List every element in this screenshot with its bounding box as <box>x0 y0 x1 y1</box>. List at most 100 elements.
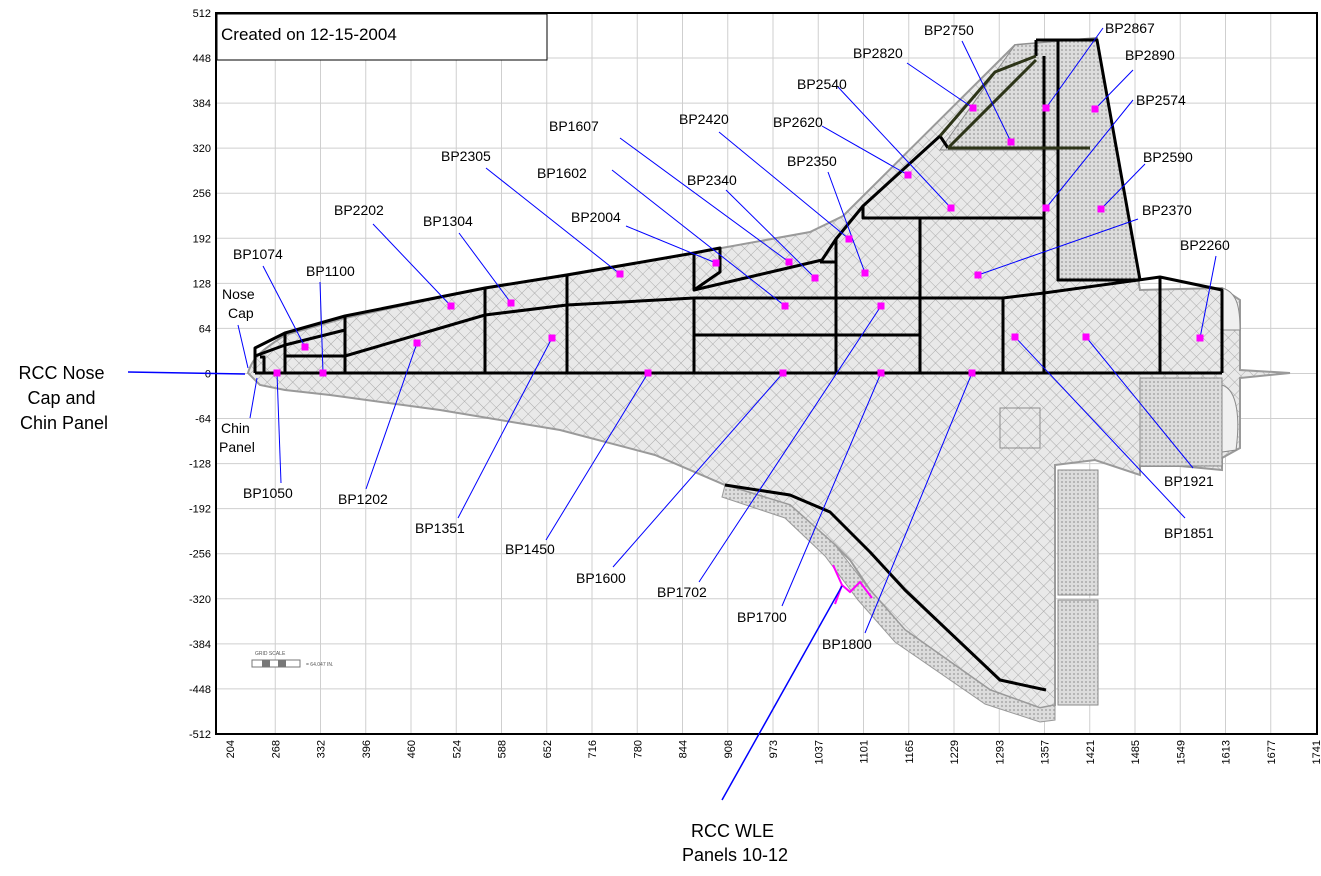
y-tick-label: -64 <box>195 414 211 426</box>
bp-label-bp2540: BP2540 <box>797 76 847 92</box>
bp-marker-bp2350 <box>861 269 869 277</box>
bp-label-bp1921: BP1921 <box>1164 473 1214 489</box>
bp-label-bp1074: BP1074 <box>233 246 283 262</box>
bp-marker-bp1851 <box>1011 333 1019 341</box>
x-tick-label: 908 <box>723 740 735 758</box>
bp-label-bp1050: BP1050 <box>243 485 293 501</box>
y-tick-label: -512 <box>189 729 211 741</box>
x-tick-label: 780 <box>632 740 644 758</box>
bp-label-bp2370: BP2370 <box>1142 202 1192 218</box>
zone-boundaries <box>253 38 1224 692</box>
bp-labels: BP1074BP1100BP2202BP1304BP2305BP1602BP20… <box>233 20 1230 652</box>
y-tick-label: -448 <box>189 684 211 696</box>
leader-bp1700 <box>781 372 882 607</box>
y-tick-label: 64 <box>199 323 211 335</box>
x-tick-label: 1549 <box>1175 740 1187 764</box>
bp-label-bp1700: BP1700 <box>737 609 787 625</box>
bp-marker-bp2305 <box>616 270 624 278</box>
bp-label-bp2590: BP2590 <box>1143 149 1193 165</box>
x-tick-label: 1229 <box>949 740 961 764</box>
y-tick-label: 320 <box>193 143 211 155</box>
leader-bp2004 <box>625 225 717 264</box>
x-tick-label: 1741 <box>1311 740 1321 764</box>
tail-leading-edge <box>938 54 1090 150</box>
rcc-wle-leader <box>721 585 843 801</box>
leader-bp2420 <box>718 131 850 240</box>
leader-bp1304 <box>458 232 512 304</box>
bp-label-bp1600: BP1600 <box>576 570 626 586</box>
bp-marker-bp1202 <box>413 339 421 347</box>
bp-label-bp2420: BP2420 <box>679 111 729 127</box>
leader-bp2202 <box>372 223 452 307</box>
bp-label-bp1607: BP1607 <box>549 118 599 134</box>
x-tick-label: 1485 <box>1130 740 1142 764</box>
x-tick-label: 396 <box>361 740 373 758</box>
leader-bp1100 <box>319 281 324 374</box>
chin-panel-leader <box>249 377 258 419</box>
created-text: Created on 12-15-2004 <box>221 25 397 44</box>
bp-marker-bp1351 <box>548 334 556 342</box>
x-tick-label: 1037 <box>813 740 825 764</box>
leader-bp1351 <box>457 337 553 519</box>
leader-bp2540 <box>837 86 952 209</box>
leader-bp2620 <box>821 125 909 176</box>
y-tick-label: -192 <box>189 504 211 516</box>
bp-marker-bp2370 <box>974 271 982 279</box>
bp-label-bp2202: BP2202 <box>334 202 384 218</box>
x-tick-label: 1421 <box>1085 740 1097 764</box>
x-tick-label: 1613 <box>1221 740 1233 764</box>
chin-panel-label: Chin Panel <box>219 420 255 455</box>
leader-bp1851 <box>1014 336 1186 519</box>
leader-bp1450 <box>545 372 649 541</box>
leader-bp1600 <box>612 372 784 568</box>
y-tick-label: 0 <box>205 368 211 380</box>
bp-marker-bp2540 <box>947 204 955 212</box>
leader-bp2890 <box>1094 69 1134 110</box>
leader-lines <box>262 27 1217 634</box>
bp-marker-bp1074 <box>301 343 309 351</box>
bp-marker-bp2820 <box>969 104 977 112</box>
y-tick-label: 256 <box>193 188 211 200</box>
y-tick-label: 192 <box>193 233 211 245</box>
y-tick-label: 448 <box>193 53 211 65</box>
x-tick-label: 204 <box>225 740 237 758</box>
body-flap <box>1139 377 1223 467</box>
hatch-box <box>999 407 1041 449</box>
y-tick-label: -384 <box>189 639 211 651</box>
x-tick-label: 1293 <box>994 740 1006 764</box>
wing-edge-band <box>721 484 1056 723</box>
rcc-wle-marker <box>832 564 873 605</box>
x-tick-label: 1677 <box>1266 740 1278 764</box>
bp-marker-bp2340 <box>811 274 819 282</box>
x-tick-label: 1165 <box>904 740 916 764</box>
leader-bp2867 <box>1045 27 1104 109</box>
x-tick-label: 1357 <box>1040 740 1052 764</box>
bp-label-bp1100: BP1100 <box>306 263 355 279</box>
elevon-inboard <box>1057 469 1099 596</box>
bp-label-bp2820: BP2820 <box>853 45 903 61</box>
bp-label-bp2004: BP2004 <box>571 209 621 225</box>
x-tick-label: 973 <box>768 740 780 758</box>
leader-bp1607 <box>619 137 790 263</box>
leader-bp2340 <box>725 189 816 279</box>
grid-scale: GRID SCALE = 64.047 IN. <box>251 651 333 668</box>
y-tick-label: 512 <box>193 8 211 20</box>
y-tick-label: -128 <box>189 459 211 471</box>
bp-label-bp2305: BP2305 <box>441 148 491 164</box>
leader-bp2574 <box>1045 99 1134 209</box>
bp-label-bp2350: BP2350 <box>787 153 837 169</box>
bp-marker-bp1700 <box>877 369 885 377</box>
bp-marker-bp2890 <box>1091 105 1099 113</box>
x-tick-label: 1101 <box>859 740 871 764</box>
y-tick-label: 384 <box>193 98 211 110</box>
bp-label-bp2260: BP2260 <box>1180 237 1230 253</box>
bp-marker-bp1602 <box>781 302 789 310</box>
bp-marker-bp2420 <box>845 235 853 243</box>
body-points <box>273 104 1204 377</box>
x-tick-label: 332 <box>316 740 328 758</box>
bp-marker-bp1921 <box>1082 333 1090 341</box>
bp-label-bp2750: BP2750 <box>924 22 974 38</box>
created-box <box>216 13 548 61</box>
elevon-outboard <box>1057 599 1099 706</box>
